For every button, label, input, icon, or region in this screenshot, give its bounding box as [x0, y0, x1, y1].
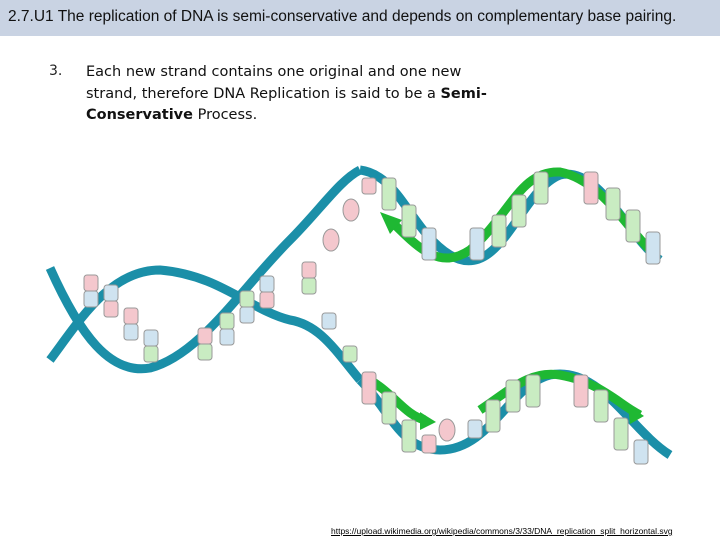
- base-pair: [123, 307, 139, 341]
- lower-new-strand-arrow-1: [420, 412, 436, 430]
- base-pair-lower: [613, 417, 629, 451]
- base-pair: [197, 327, 213, 361]
- base-pair-upper: [491, 214, 507, 248]
- base-pair-lower: [438, 418, 456, 442]
- lower-new-strand-arrow-2: [628, 405, 644, 424]
- base-pair-lower: [633, 439, 649, 465]
- base-pair-upper: [533, 171, 549, 205]
- base: [301, 277, 317, 295]
- base: [322, 228, 340, 252]
- upper-new-strand-arrow: [380, 212, 402, 234]
- point-text-part2: Process.: [192, 107, 258, 123]
- list-item-number: 3.: [49, 63, 63, 79]
- base-pair-lower: [467, 419, 483, 439]
- base: [342, 198, 360, 222]
- base-pair-lower: [485, 399, 501, 433]
- base-pair-upper: [511, 194, 527, 228]
- base-pair-lower: [381, 391, 397, 425]
- base-pair-upper: [401, 204, 417, 238]
- base-pairs: [83, 171, 661, 465]
- base: [342, 345, 358, 363]
- base-pair: [259, 275, 275, 309]
- base-pair-upper: [421, 227, 437, 261]
- point-text-part1: Each new strand contains one original an…: [86, 64, 462, 102]
- dna-replication-diagram: [45, 165, 673, 465]
- base-pair-upper: [605, 187, 621, 221]
- slide-title: 2.7.U1 The replication of DNA is semi-co…: [8, 8, 677, 25]
- base-pair: [219, 312, 235, 346]
- base: [321, 312, 337, 330]
- title-bar: 2.7.U1 The replication of DNA is semi-co…: [0, 0, 720, 36]
- base-pair-upper: [361, 177, 377, 195]
- base-pair-lower: [401, 419, 417, 453]
- base-pair-lower: [573, 374, 589, 408]
- base-pair: [239, 290, 255, 324]
- base-pair: [103, 284, 119, 318]
- base-pair-lower: [361, 371, 377, 405]
- base-pair-lower: [525, 374, 541, 408]
- base: [301, 261, 317, 279]
- lower-new-strand: [367, 369, 643, 425]
- parent-strand-1: [45, 165, 363, 374]
- base-pair-lower: [505, 379, 521, 413]
- list-item-text: Each new strand contains one original an…: [86, 62, 506, 127]
- base-pair-lower: [421, 434, 437, 454]
- base-pair-lower: [593, 389, 609, 423]
- source-link[interactable]: https://upload.wikimedia.org/wikipedia/c…: [331, 526, 673, 536]
- base-pair-upper: [625, 209, 641, 243]
- base-pair: [143, 329, 159, 363]
- base-pair-upper: [381, 177, 397, 211]
- base-pair: [83, 274, 99, 308]
- base-pair-upper: [583, 171, 599, 205]
- base-pair-upper: [645, 231, 661, 265]
- base-pair-upper: [469, 227, 485, 261]
- point-text-bold: Semi-Conservative: [86, 85, 487, 124]
